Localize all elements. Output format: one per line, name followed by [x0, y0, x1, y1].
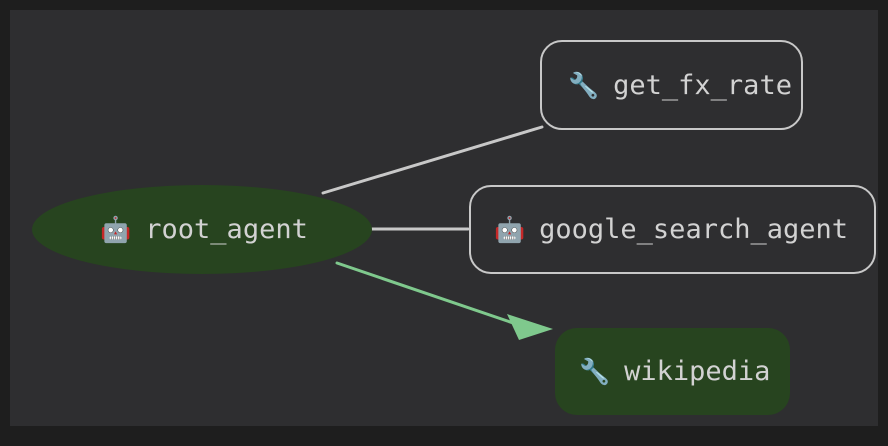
graph-node-label: get_fx_rate [613, 69, 792, 101]
graph-canvas[interactable]: 🤖 root_agent 🔧 get_fx_rate 🤖 google_sear… [10, 10, 878, 426]
edge-root-to-get-fx-rate [321, 125, 544, 195]
graph-node-label: root_agent [145, 214, 308, 245]
wrench-icon: 🔧 [568, 70, 600, 100]
agent-graph-viewer: 🤖 root_agent 🔧 get_fx_rate 🤖 google_sear… [10, 10, 878, 426]
graph-node-label: wikipedia [624, 356, 771, 387]
graph-node-wikipedia[interactable]: 🔧 wikipedia [555, 328, 790, 415]
edge-root-to-wikipedia-arrowhead [507, 314, 553, 340]
robot-icon: 🤖 [100, 215, 132, 244]
wrench-icon: 🔧 [579, 357, 611, 386]
graph-node-root-agent[interactable]: 🤖 root_agent [32, 185, 372, 274]
robot-icon: 🤖 [494, 215, 526, 244]
graph-node-label: google_search_agent [539, 214, 848, 245]
graph-node-google-search-agent[interactable]: 🤖 google_search_agent [469, 185, 876, 274]
graph-node-get-fx-rate[interactable]: 🔧 get_fx_rate [540, 40, 803, 130]
